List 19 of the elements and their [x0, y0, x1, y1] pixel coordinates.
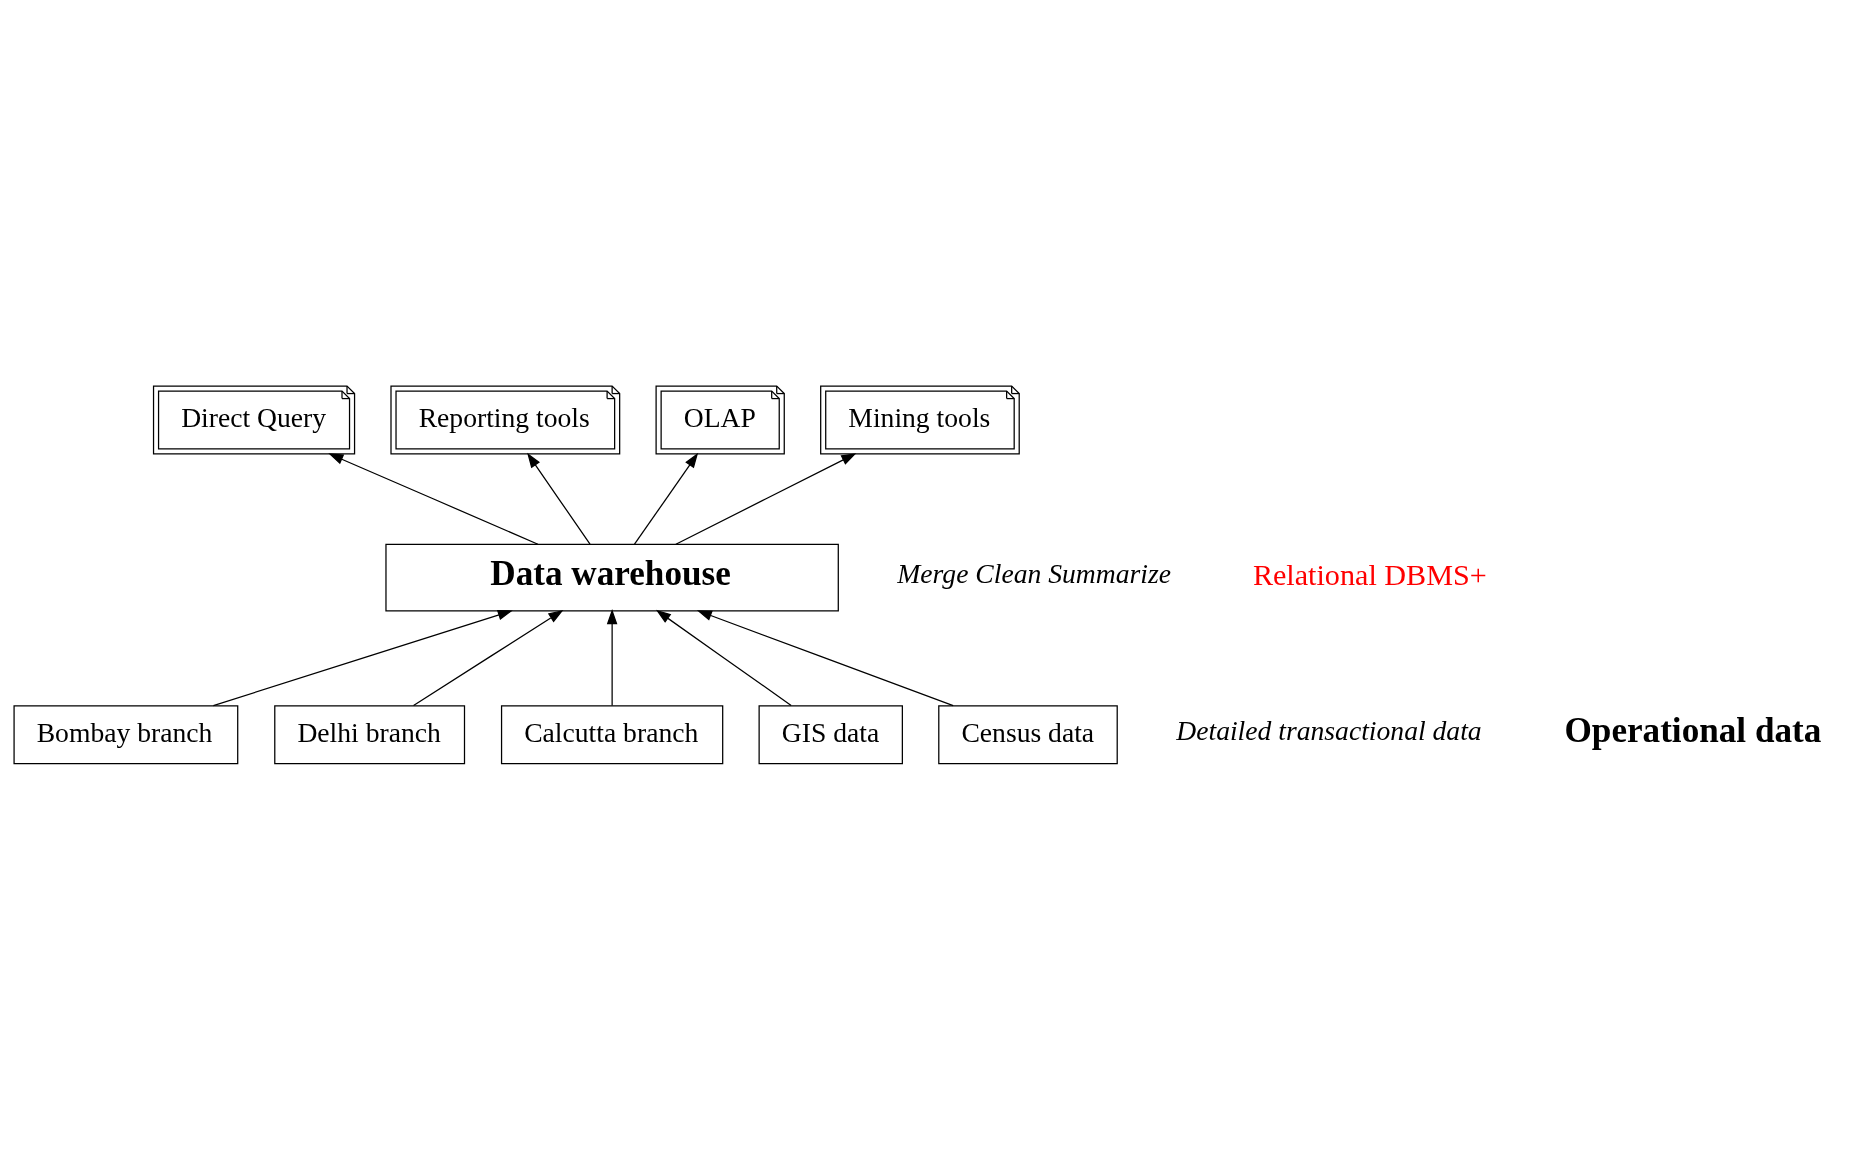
label: Relational DBMS+	[1252, 558, 1487, 593]
node-box: Census data	[937, 705, 1118, 765]
arrow	[633, 452, 698, 545]
arrow	[412, 609, 563, 707]
arrow	[327, 453, 539, 545]
arrow	[696, 610, 954, 707]
node-box: Delhi branch	[273, 705, 465, 765]
label: Merge Clean Summarize	[896, 558, 1171, 590]
label: Operational data	[1563, 711, 1821, 751]
node-box: Calcutta branch	[500, 705, 723, 765]
label: Detailed transactional data	[1175, 715, 1482, 747]
arrow	[655, 609, 792, 707]
arrow	[674, 453, 856, 545]
arrow	[526, 452, 591, 545]
node-box: Data warehouse	[384, 543, 839, 612]
arrow	[606, 609, 617, 707]
arrow	[212, 609, 513, 707]
node-box: Bombay branch	[12, 705, 238, 765]
node-box: GIS data	[758, 705, 903, 765]
